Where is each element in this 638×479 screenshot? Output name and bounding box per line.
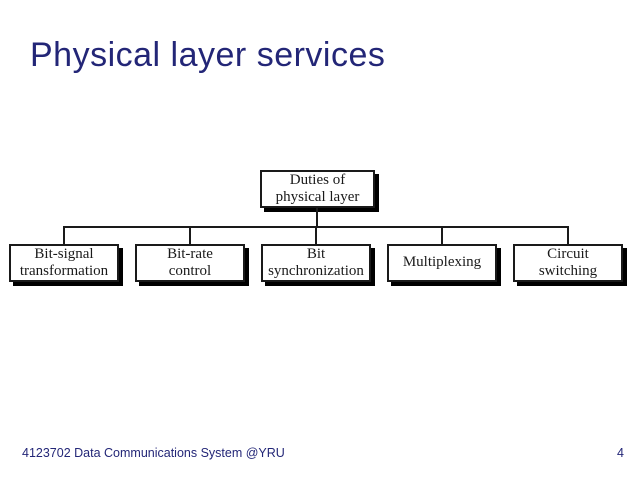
diagram-box-label: Bit-rate control [167, 245, 213, 279]
connector-drop-bit-sync [315, 226, 317, 244]
connector-drop-bit-signal [63, 226, 65, 244]
connector-drop-multiplexing [441, 226, 443, 244]
diagram-root-box-duties-of-physical-layer: Duties of physical layer [260, 170, 375, 208]
diagram-box-multiplexing: Multiplexing [387, 244, 497, 282]
connector-root-vertical [316, 208, 318, 226]
diagram-box-label: Bit-signal transformation [19, 245, 109, 279]
diagram-box-label: Circuit switching [538, 245, 598, 279]
diagram-box-bit-signal-transformation: Bit-signal transformation [9, 244, 119, 282]
diagram-box-bit-synchronization: Bit synchronization [261, 244, 371, 282]
diagram-box-circuit-switching: Circuit switching [513, 244, 623, 282]
connector-drop-bit-rate [189, 226, 191, 244]
connector-drop-circuit-switch [567, 226, 569, 244]
diagram-root-label: Duties of physical layer [275, 171, 360, 205]
footer-course-text: 4123702 Data Communications System @YRU [22, 446, 285, 460]
diagram-box-label: Bit synchronization [268, 245, 364, 279]
diagram-box-bit-rate-control: Bit-rate control [135, 244, 245, 282]
diagram-box-label: Multiplexing [402, 254, 482, 271]
slide-page-number: 4 [617, 446, 624, 460]
page-title: Physical layer services [30, 36, 386, 74]
